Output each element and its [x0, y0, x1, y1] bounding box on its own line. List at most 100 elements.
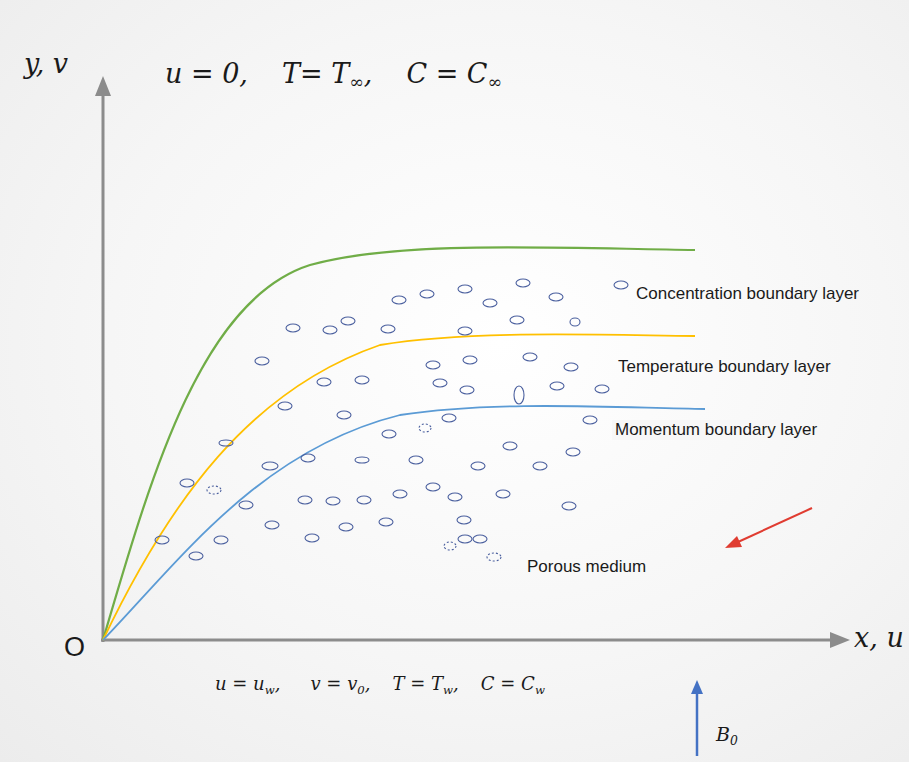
x-axis [101, 639, 832, 642]
pore [357, 496, 371, 504]
pore [219, 440, 233, 446]
pore [341, 317, 355, 325]
pore [460, 386, 474, 394]
pore [614, 281, 628, 289]
y-axis [102, 92, 105, 642]
pore [566, 448, 580, 456]
pore [298, 496, 312, 504]
boundary-condition: u = 0, [165, 58, 248, 89]
pore [457, 516, 471, 524]
subscript: 0 [357, 683, 364, 697]
pore [323, 326, 337, 334]
porous-medium-pointer [725, 508, 812, 548]
pore [503, 442, 517, 450]
pore [392, 296, 406, 304]
pore [317, 378, 331, 386]
pore [255, 357, 269, 365]
pore [564, 363, 578, 371]
magnetic-field-arrow [691, 680, 703, 756]
pore [510, 316, 524, 324]
pore [426, 361, 440, 369]
region-label: Porous medium [527, 557, 646, 577]
field-line [696, 692, 699, 756]
boundary-condition: , [453, 673, 459, 694]
pore [595, 385, 609, 393]
pore [444, 542, 456, 550]
pore [570, 318, 580, 326]
pore [523, 353, 537, 361]
momentum-curve [103, 406, 705, 640]
pore [381, 325, 395, 333]
axes [95, 76, 850, 648]
pore [458, 535, 472, 543]
pore [433, 379, 447, 387]
boundary-condition: , [364, 58, 373, 89]
pore [426, 483, 440, 491]
pore [463, 356, 477, 364]
pore [326, 497, 340, 505]
pore [379, 518, 393, 526]
pore [355, 457, 369, 463]
x-axis-arrowhead [830, 632, 850, 648]
subscript: ∞ [488, 72, 503, 92]
pore [562, 502, 576, 510]
layer-label: Momentum boundary layer [612, 420, 820, 440]
pore [409, 456, 423, 464]
pore [286, 324, 300, 332]
pore [483, 299, 497, 307]
axis-label: x, u [854, 622, 904, 653]
pore [487, 553, 501, 561]
pore [189, 552, 203, 560]
pore [262, 462, 278, 470]
pointer-line [738, 508, 812, 542]
boundary-condition: C = C [481, 673, 535, 694]
boundary-condition: T= T [282, 58, 349, 89]
subscript: ∞ [349, 72, 364, 92]
boundary-condition: T = T [393, 673, 444, 694]
y-axis-arrowhead [95, 76, 111, 96]
axis-label: y, v [24, 48, 68, 79]
pore [305, 534, 319, 542]
boundary-condition: u = u [215, 673, 265, 694]
pore [458, 327, 472, 335]
pore [442, 414, 456, 422]
subscript: 0 [730, 734, 738, 748]
pore [382, 430, 396, 438]
pore [155, 536, 169, 544]
boundary-condition: C = C [406, 58, 487, 89]
pore [393, 490, 407, 498]
equation-line: u = 0,T= T∞,C = C∞ [165, 56, 502, 94]
pore [278, 402, 292, 410]
pore [214, 536, 228, 544]
pore [583, 416, 597, 424]
pore [514, 386, 524, 404]
pore [516, 279, 530, 287]
pointer-arrowhead [725, 536, 742, 548]
pore [496, 490, 510, 498]
pores [155, 279, 628, 561]
equation-line: B0 [716, 722, 738, 749]
boundary-condition: , [365, 673, 371, 694]
pore [339, 523, 353, 531]
field-symbol: B [716, 723, 730, 745]
pore [458, 285, 472, 293]
boundary-condition: , [275, 673, 281, 694]
origin-label: O [64, 632, 85, 663]
pore [337, 411, 351, 419]
pore [239, 501, 253, 509]
pore [180, 479, 194, 487]
boundary-condition: v = v [310, 673, 357, 694]
layer-label: Temperature boundary layer [618, 357, 831, 377]
temperature-curve [103, 334, 695, 640]
subscript: w [535, 683, 545, 697]
pore [420, 290, 434, 298]
subscript: w [443, 683, 453, 697]
pore [419, 424, 431, 432]
equation-line: u = uw,v = v0,T = Tw,C = Cw [215, 672, 545, 698]
pore [448, 493, 462, 501]
pore [533, 462, 547, 470]
concentration-curve [103, 247, 695, 640]
pore [550, 382, 564, 390]
